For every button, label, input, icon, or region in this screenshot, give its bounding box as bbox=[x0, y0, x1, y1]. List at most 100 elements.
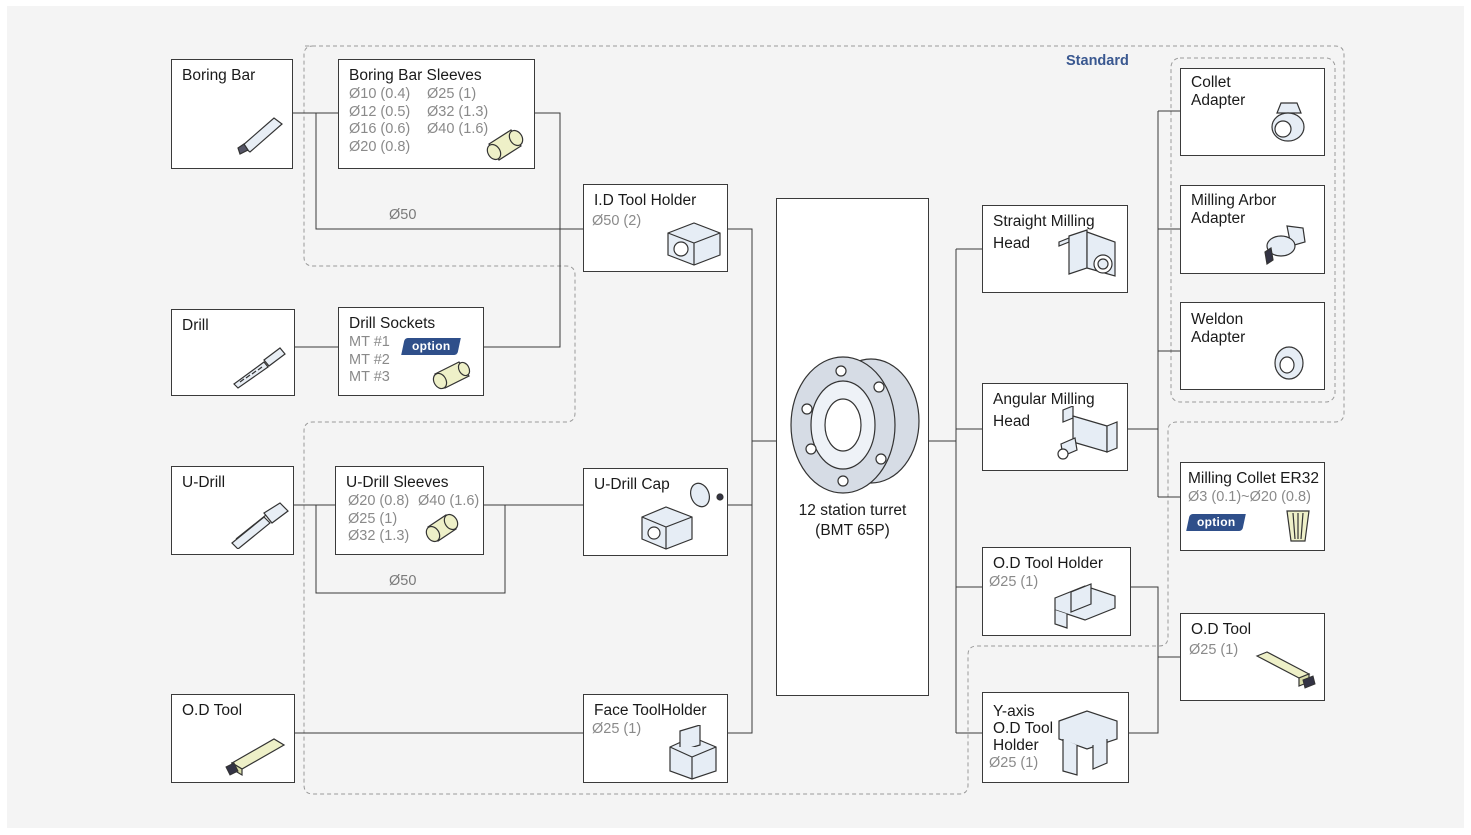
drill-socket-icon bbox=[432, 361, 471, 390]
boring-bar-icon bbox=[237, 117, 283, 155]
od-tool-holder-spec: Ø25 (1) bbox=[989, 574, 1039, 590]
milling-arbor-adapter-icon bbox=[1264, 225, 1306, 266]
udrill-sleeves-title: U-Drill Sleeves bbox=[346, 474, 449, 491]
title-line: Holder bbox=[993, 737, 1039, 754]
boring-bar-box[interactable]: Boring Bar bbox=[171, 59, 293, 169]
title-line: Adapter bbox=[1191, 210, 1246, 227]
turret-box[interactable]: 12 station turret (BMT 65P) bbox=[776, 198, 929, 696]
straight-milling-head-title: Straight Milling Head bbox=[993, 213, 1095, 253]
od-tool-left-title: O.D Tool bbox=[182, 702, 243, 719]
option-badge: option bbox=[1186, 514, 1247, 531]
face-toolholder-box[interactable]: Face ToolHolder Ø25 (1) bbox=[583, 694, 728, 783]
face-toolholder-icon bbox=[669, 725, 717, 780]
sleeve-size: Ø20 (0.8) bbox=[349, 138, 411, 155]
drill-title: Drill bbox=[182, 317, 209, 334]
drill-icon bbox=[233, 347, 286, 389]
angular-milling-head-title: Angular Milling Head bbox=[993, 391, 1095, 431]
drill-sockets-box[interactable]: Drill Sockets MT #1 MT #2 MT #3 option bbox=[338, 307, 484, 396]
od-tool-right-icon bbox=[1255, 651, 1316, 689]
od-tool-right-title: O.D Tool bbox=[1191, 621, 1252, 638]
sleeve-size: Ø40 (1.6) bbox=[427, 121, 489, 137]
weldon-adapter-icon bbox=[1274, 346, 1304, 380]
title-line: Y-axis bbox=[993, 703, 1035, 720]
option-badge: option bbox=[401, 338, 462, 355]
od-tool-left-box[interactable]: O.D Tool bbox=[171, 694, 295, 783]
boring-bar-sleeves-box[interactable]: Boring Bar Sleeves Ø10 (0.4) Ø12 (0.5) Ø… bbox=[338, 59, 535, 169]
boring-bar-sleeves-sizes-col2: Ø25 (1) Ø32 (1.3) Ø40 (1.6) bbox=[427, 86, 488, 139]
udrill-sleeves-sizes-col1: Ø20 (0.8) Ø25 (1) Ø32 (1.3) bbox=[348, 493, 409, 546]
drill-sockets-title: Drill Sockets bbox=[349, 315, 436, 332]
straight-milling-head-icon bbox=[1058, 229, 1116, 277]
u-drill-icon bbox=[231, 502, 289, 549]
title-line: Straight Milling bbox=[993, 213, 1095, 230]
id-tool-holder-box[interactable]: I.D Tool Holder Ø50 (2) bbox=[583, 184, 728, 272]
socket-size: MT #3 bbox=[349, 369, 390, 385]
sleeve-size: Ø32 (1.3) bbox=[348, 528, 410, 544]
face-toolholder-title: Face ToolHolder bbox=[594, 702, 707, 719]
angular-milling-head-icon bbox=[1057, 406, 1118, 460]
yaxis-od-tool-holder-title: Y-axis O.D Tool Holder bbox=[993, 703, 1053, 754]
sleeve-size: Ø25 (1) bbox=[348, 510, 398, 527]
yaxis-od-tool-holder-spec: Ø25 (1) bbox=[989, 755, 1039, 771]
boring-bar-sleeves-sizes-col1: Ø10 (0.4) Ø12 (0.5) Ø16 (0.6) Ø20 (0.8) bbox=[349, 86, 410, 156]
sleeve-size: Ø25 (1) bbox=[427, 86, 477, 102]
title-line: O.D Tool bbox=[993, 720, 1054, 737]
collet-adapter-icon bbox=[1271, 102, 1305, 142]
udrill-cap-title: U-Drill Cap bbox=[594, 476, 670, 493]
sleeve-size: Ø10 (0.4) bbox=[349, 86, 411, 102]
title-line: Adapter bbox=[1191, 329, 1246, 346]
sleeve-size: Ø32 (1.3) bbox=[427, 103, 489, 120]
yaxis-od-tool-holder-icon bbox=[1058, 710, 1118, 776]
od-tool-holder-title: O.D Tool Holder bbox=[993, 555, 1103, 572]
sleeve-size: Ø20 (0.8) bbox=[348, 493, 410, 509]
boring-bar-diameter-label: Ø50 bbox=[389, 207, 417, 223]
sleeve-icon bbox=[486, 129, 524, 161]
title-line: Milling Arbor bbox=[1191, 192, 1277, 209]
face-toolholder-spec: Ø25 (1) bbox=[592, 721, 642, 737]
od-tool-right-box[interactable]: O.D Tool Ø25 (1) bbox=[1180, 613, 1325, 701]
socket-size: MT #1 bbox=[349, 334, 390, 350]
title-line: Adapter bbox=[1191, 92, 1246, 109]
milling-collet-title: Milling Collet ER32 bbox=[1188, 470, 1319, 487]
udrill-cap-box[interactable]: U-Drill Cap bbox=[583, 468, 728, 556]
angular-milling-head-box[interactable]: Angular Milling Head bbox=[982, 383, 1128, 471]
turret-icon bbox=[790, 356, 920, 494]
udrill-sleeves-sizes-col2: Ø40 (1.6) bbox=[418, 493, 479, 511]
turret-label-line1: 12 station turret bbox=[798, 502, 907, 519]
u-drill-title: U-Drill bbox=[182, 474, 226, 491]
sleeve-size: Ø12 (0.5) bbox=[349, 103, 411, 120]
milling-collet-box[interactable]: Milling Collet ER32 Ø3 (0.1)~Ø20 (0.8) o… bbox=[1180, 462, 1325, 551]
milling-collet-icon bbox=[1286, 510, 1310, 542]
udrill-cap-icon bbox=[641, 482, 724, 550]
collet-adapter-title: Collet Adapter bbox=[1191, 74, 1245, 110]
milling-collet-spec: Ø3 (0.1)~Ø20 (0.8) bbox=[1188, 489, 1311, 505]
turret-label-line2: (BMT 65P) bbox=[815, 522, 890, 539]
title-line: Head bbox=[993, 413, 1031, 430]
title-line: Weldon bbox=[1191, 311, 1244, 328]
boring-bar-title: Boring Bar bbox=[182, 67, 256, 84]
title-line: Angular Milling bbox=[993, 391, 1095, 408]
straight-milling-head-box[interactable]: Straight Milling Head bbox=[982, 205, 1128, 293]
title-line: Collet bbox=[1191, 74, 1231, 91]
drill-box[interactable]: Drill bbox=[171, 309, 295, 396]
udrill-sleeves-box[interactable]: U-Drill Sleeves Ø20 (0.8) Ø25 (1) Ø32 (1… bbox=[335, 466, 484, 555]
od-tool-holder-box[interactable]: O.D Tool Holder Ø25 (1) bbox=[982, 547, 1131, 636]
yaxis-od-tool-holder-box[interactable]: Y-axis O.D Tool Holder Ø25 (1) bbox=[982, 692, 1129, 783]
id-tool-holder-icon bbox=[667, 222, 721, 266]
u-drill-box[interactable]: U-Drill bbox=[171, 466, 294, 555]
drill-sockets-sizes: MT #1 MT #2 MT #3 bbox=[349, 334, 390, 387]
weldon-adapter-box[interactable]: Weldon Adapter bbox=[1180, 302, 1325, 390]
collet-adapter-box[interactable]: Collet Adapter bbox=[1180, 68, 1325, 156]
sleeve-size: Ø16 (0.6) bbox=[349, 121, 411, 137]
od-tool-right-spec: Ø25 (1) bbox=[1189, 642, 1239, 658]
boring-bar-sleeves-title: Boring Bar Sleeves bbox=[349, 67, 482, 84]
socket-size: MT #2 bbox=[349, 351, 390, 368]
udrill-diameter-label: Ø50 bbox=[389, 573, 417, 589]
milling-arbor-adapter-box[interactable]: Milling Arbor Adapter bbox=[1180, 185, 1325, 274]
standard-label: Standard bbox=[1066, 53, 1129, 69]
title-line: Head bbox=[993, 235, 1031, 252]
id-tool-holder-spec: Ø50 (2) bbox=[592, 213, 642, 229]
sleeve-size: Ø40 (1.6) bbox=[418, 493, 480, 509]
milling-arbor-adapter-title: Milling Arbor Adapter bbox=[1191, 192, 1276, 228]
udrill-sleeve-icon bbox=[425, 513, 459, 543]
